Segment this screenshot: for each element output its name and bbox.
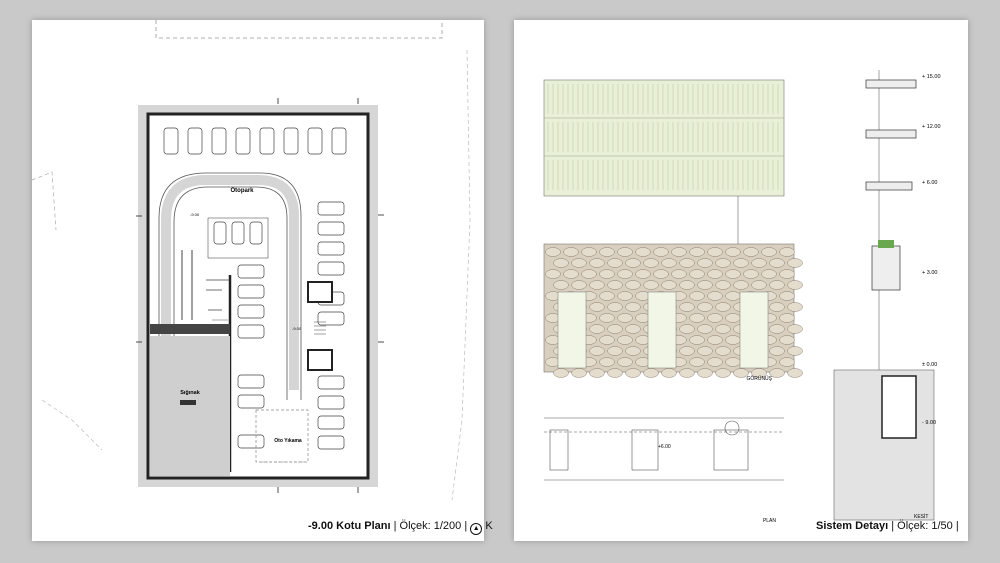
north-letter: K [485,520,493,532]
parking-core [213,221,263,245]
level-label: -9.00 [292,326,302,331]
core-shaft [307,349,333,371]
plan-level: +6.00 [658,444,671,450]
system-detail-drawing: GÖRÜNÜŞ +6.00 PLAN + 15.00 + 12.00 + 6. [543,70,941,524]
section-slabs [865,79,917,291]
window-panel [557,291,587,369]
plan-caption: -9.00 Kotu Planı | Ölçek: 1/200 | ▲ K [308,520,493,535]
level-label: -9.00 [190,212,200,217]
plan-title: -9.00 Kotu Planı [308,520,391,532]
site-boundary-right [451,49,471,501]
svg-text:+ 3.00: + 3.00 [922,270,937,276]
planter-icon [878,240,894,248]
label-otopark: Otopark [230,188,254,194]
parking-row-top [163,127,347,155]
detail-scale: | Ölçek: 1/50 | [891,520,959,532]
label-gorunus: GÖRÜNÜŞ [746,375,772,382]
label-siginak: Sığınak [180,390,201,396]
detail-title: Sistem Detayı [816,520,889,532]
core-shaft [307,281,333,303]
floor-plan-sheet: Otopark Sığınak Oto Yıkama -9.00 -9.00 -… [32,20,493,541]
system-detail-sheet: GÖRÜNÜŞ +6.00 PLAN + 15.00 + 12.00 + 6. [514,20,968,541]
svg-text:+ 12.00: + 12.00 [922,124,941,130]
window-panel [647,291,677,369]
louver-pattern [547,84,779,190]
parking-row-inner [237,264,265,449]
label-plan: PLAN [763,518,776,524]
shelter-room [150,336,230,476]
svg-text:± 0.00: ± 0.00 [922,362,937,368]
svg-text:+ 15.00: + 15.00 [922,74,941,80]
window-panel [739,291,769,369]
detail-plan [544,417,784,481]
svg-text:- 9.00: - 9.00 [922,420,936,426]
detail-caption: Sistem Detayı | Ölçek: 1/50 | [816,520,959,532]
section-levels: + 15.00 + 12.00 + 6.00 + 3.00 ± 0.00 - 9… [922,74,941,426]
label-oto-yikama: Oto Yıkama [274,438,302,444]
svg-text:+ 6.00: + 6.00 [922,180,937,186]
plan-scale: | Ölçek: 1/200 | [393,520,468,532]
floor-plan-drawing: Otopark Sığınak Oto Yıkama -9.00 -9.00 [32,20,471,501]
facade-elevation-top [543,79,785,197]
label-kesit: KESİT [914,513,928,520]
grid-markers [136,98,384,493]
site-boundary [155,20,443,39]
site-boundary-left [32,171,57,231]
north-arrow-icon: ▲ [470,523,483,535]
ramp [161,175,299,390]
